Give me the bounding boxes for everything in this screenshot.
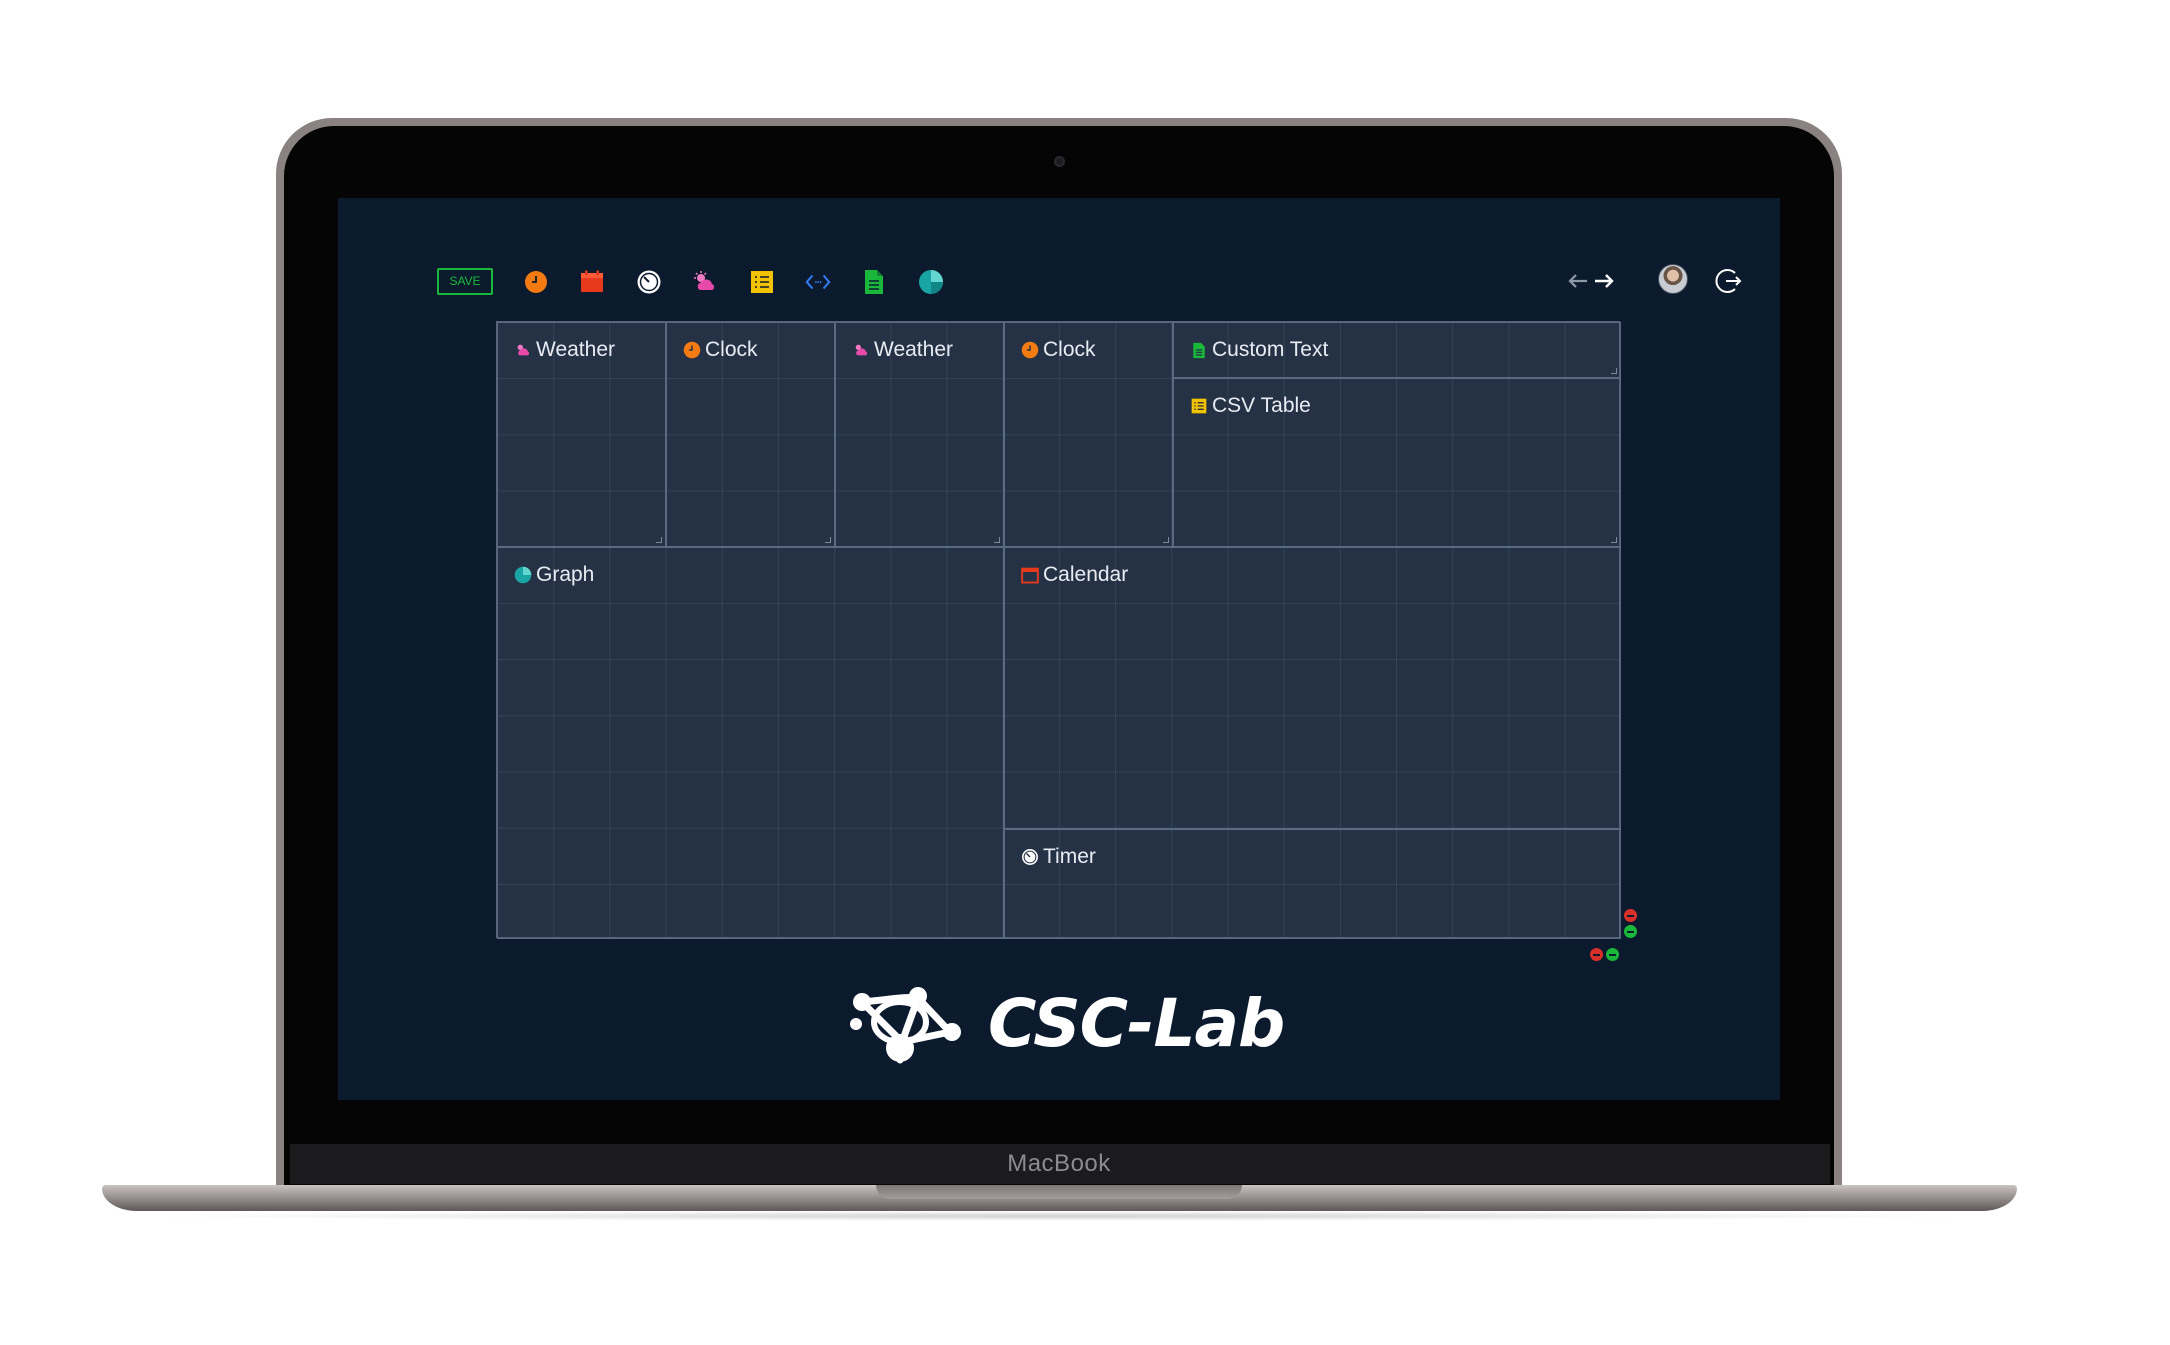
- redo-button[interactable]: [1592, 268, 1616, 294]
- widget-title: Graph: [536, 563, 595, 586]
- molecule-logo-icon: [850, 987, 961, 1064]
- document-icon: [1193, 342, 1205, 358]
- calendar-icon: [1021, 567, 1039, 584]
- widget-title: Clock: [705, 338, 758, 361]
- widget-timer[interactable]: Timer: [1004, 829, 1621, 939]
- logo-text: CSC-Lab: [988, 984, 1285, 1062]
- undo-icon: [1568, 274, 1587, 288]
- add-row-button[interactable]: [1606, 948, 1619, 961]
- widget-clock[interactable]: Clock: [666, 322, 835, 547]
- widget-title: Custom Text: [1212, 338, 1329, 361]
- csv-table-icon: [1191, 398, 1207, 414]
- dashboard-grid: Weather Clock Weather Clock: [496, 321, 1621, 939]
- brand-logo: CSC-Lab: [846, 978, 1285, 1068]
- widget-title: Weather: [874, 338, 953, 361]
- add-custom-text-button[interactable]: [861, 269, 887, 295]
- add-calendar-button[interactable]: [579, 269, 605, 295]
- remove-column-button[interactable]: [1624, 909, 1637, 922]
- logout-button[interactable]: [1714, 266, 1744, 296]
- add-graph-button[interactable]: [918, 269, 944, 295]
- csv-table-icon: [751, 271, 773, 293]
- widget-title: Timer: [1043, 845, 1096, 868]
- add-column-button[interactable]: [1624, 925, 1637, 938]
- widget-header: Clock: [683, 338, 758, 362]
- widget-weather[interactable]: Weather: [835, 322, 1004, 547]
- widget-title: CSV Table: [1212, 394, 1311, 417]
- resize-handle[interactable]: [1611, 537, 1617, 543]
- dashboard-screen: SAVE: [338, 198, 1780, 1100]
- clock-icon: [1021, 341, 1039, 359]
- calendar-icon: [581, 270, 603, 292]
- weather-icon: [517, 344, 530, 356]
- weather-icon: [855, 344, 868, 356]
- widget-header: Weather: [852, 338, 953, 362]
- logout-icon: [1715, 269, 1742, 293]
- widget-custom-text[interactable]: Custom Text: [1173, 322, 1621, 378]
- graph-icon: [919, 270, 943, 294]
- widget-weather[interactable]: Weather: [497, 322, 666, 547]
- undo-button[interactable]: [1566, 268, 1590, 294]
- add-code-button[interactable]: [805, 269, 831, 295]
- widget-csv-table[interactable]: CSV Table: [1173, 378, 1621, 547]
- document-icon: [865, 270, 883, 294]
- resize-handle[interactable]: [825, 537, 831, 543]
- graph-icon: [514, 566, 532, 584]
- laptop-notch: [876, 1185, 1242, 1199]
- timer-icon: [1022, 849, 1038, 865]
- add-csv-table-button[interactable]: [749, 269, 775, 295]
- timer-icon: [637, 270, 661, 294]
- widget-header: Graph: [514, 563, 594, 587]
- widget-title: Clock: [1043, 338, 1096, 361]
- camera-icon: [1054, 156, 1065, 167]
- widget-header: Calendar: [1021, 563, 1128, 587]
- resize-handle[interactable]: [1163, 537, 1169, 543]
- widget-calendar[interactable]: Calendar: [1004, 547, 1621, 829]
- widget-header: Timer: [1021, 845, 1096, 869]
- laptop-chin: [290, 1144, 1830, 1184]
- widget-title: Calendar: [1043, 563, 1129, 586]
- resize-handle[interactable]: [656, 537, 662, 543]
- add-timer-button[interactable]: [636, 269, 662, 295]
- code-icon: [805, 274, 831, 290]
- avatar[interactable]: [1658, 264, 1688, 294]
- remove-row-button[interactable]: [1590, 948, 1603, 961]
- device-label: MacBook: [1007, 1150, 1111, 1177]
- clock-icon: [683, 341, 701, 359]
- weather-icon: [694, 271, 715, 290]
- resize-handle[interactable]: [1611, 368, 1617, 374]
- add-clock-button[interactable]: [523, 269, 549, 295]
- toolbar: SAVE: [338, 198, 1780, 308]
- add-weather-button[interactable]: [692, 269, 718, 295]
- widget-header: Weather: [514, 338, 615, 362]
- laptop-shadow: [140, 1211, 1980, 1221]
- widget-title: Weather: [536, 338, 615, 361]
- redo-icon: [1595, 274, 1614, 288]
- clock-icon: [525, 271, 547, 293]
- widget-graph[interactable]: Graph: [497, 547, 1004, 939]
- widget-header: Clock: [1021, 338, 1096, 362]
- widget-header: Custom Text: [1190, 338, 1328, 362]
- resize-handle[interactable]: [994, 537, 1000, 543]
- save-button[interactable]: SAVE: [437, 268, 493, 295]
- widget-clock[interactable]: Clock: [1004, 322, 1173, 547]
- widget-header: CSV Table: [1190, 394, 1311, 418]
